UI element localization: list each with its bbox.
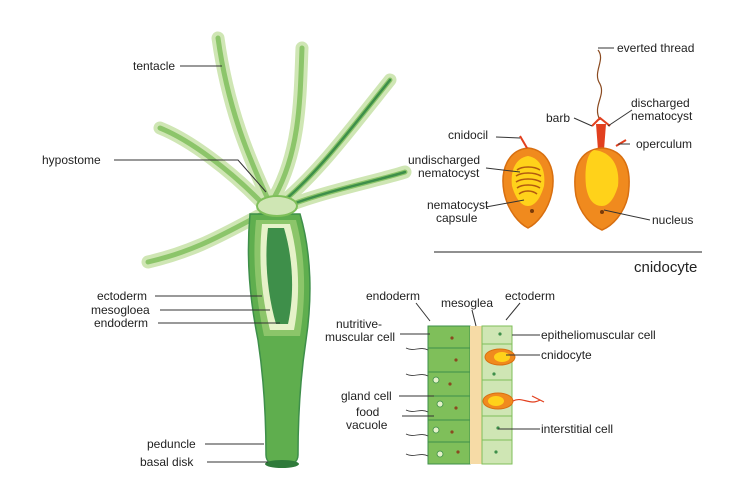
label-food-2: vacuole xyxy=(346,418,388,432)
tissue-section-illustration: endoderm mesoglea ectoderm nutritive- mu… xyxy=(325,289,656,465)
label-nucleus: nucleus xyxy=(652,213,693,227)
label-cnidocyte-tissue: cnidocyte xyxy=(541,348,592,362)
label-barb: barb xyxy=(546,111,570,125)
label-nutritive-2: muscular cell xyxy=(325,330,395,344)
label-capsule-2: capsule xyxy=(436,211,478,225)
tissue-cnidocytes xyxy=(482,348,545,410)
label-interstitial: interstitial cell xyxy=(541,422,613,436)
basal-disk-shape xyxy=(265,460,299,468)
gastric-cavity xyxy=(266,228,293,324)
label-cnidocil: cnidocil xyxy=(448,128,488,142)
label-peduncle: peduncle xyxy=(147,437,196,451)
cnidocyte-title: cnidocyte xyxy=(634,259,697,276)
label-capsule-1: nematocyst xyxy=(427,198,489,212)
undischarged-nematocyst xyxy=(502,135,554,229)
label-gland-cell: gland cell xyxy=(341,389,392,403)
label-ectoderm-hydra: ectoderm xyxy=(97,289,147,303)
label-basal-disk: basal disk xyxy=(140,455,194,469)
label-food-1: food xyxy=(356,405,379,419)
label-discharged-2: nematocyst xyxy=(631,109,693,123)
label-nutritive-1: nutritive- xyxy=(336,317,382,331)
hydra-illustration: tentacle hypostome ectoderm mesogloea en… xyxy=(42,31,412,469)
label-epitheliomuscular: epitheliomuscular cell xyxy=(541,328,656,342)
label-mesoglea: mesoglea xyxy=(441,296,493,310)
discharged-nematocyst xyxy=(574,49,630,231)
label-endoderm-hydra: endoderm xyxy=(94,316,148,330)
cnidocyte-illustration: everted thread barb discharged nematocys… xyxy=(408,41,702,276)
label-everted-thread: everted thread xyxy=(617,41,694,55)
label-undischarged-2: nematocyst xyxy=(418,166,480,180)
label-ectoderm-tissue: ectoderm xyxy=(505,289,555,303)
label-hypostome: hypostome xyxy=(42,153,101,167)
hypostome-shape xyxy=(256,195,298,217)
label-tentacle: tentacle xyxy=(133,59,175,73)
label-endoderm-tissue: endoderm xyxy=(366,289,420,303)
tissue-endoderm-column xyxy=(405,325,471,465)
label-operculum: operculum xyxy=(636,137,692,151)
tissue-mesoglea-strip xyxy=(470,326,482,464)
label-mesogloea: mesogloea xyxy=(91,303,150,317)
label-discharged-1: discharged xyxy=(631,96,690,110)
label-undischarged-1: undischarged xyxy=(408,153,480,167)
